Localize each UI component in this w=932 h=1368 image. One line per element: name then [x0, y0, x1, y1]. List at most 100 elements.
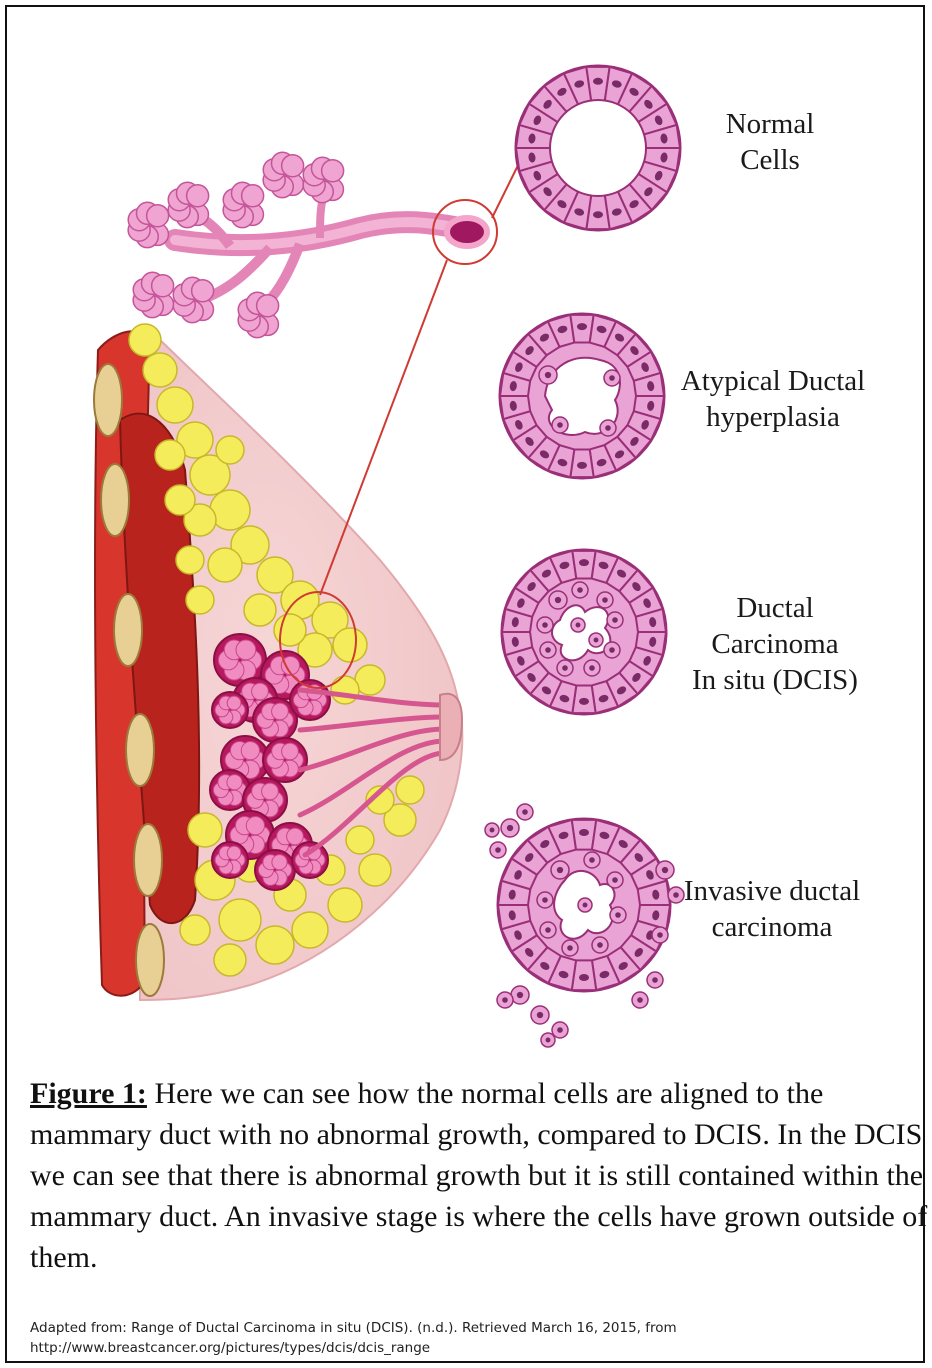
fat-lobule — [216, 436, 244, 464]
inner-cell-nucleus — [609, 375, 615, 381]
tree-acinus — [257, 295, 279, 317]
inner-cell-nucleus — [612, 617, 618, 623]
inner-cell-nucleus — [557, 867, 563, 873]
lobule-acinus — [227, 696, 241, 710]
label-normal-cells: NormalCells — [700, 106, 840, 178]
fat-lobule — [328, 888, 362, 922]
inner-cell-nucleus — [557, 422, 563, 428]
escaped-cell-nucleus — [652, 977, 658, 983]
rib-section — [101, 464, 129, 536]
adh-cells-ring — [500, 314, 664, 478]
tree-acinus — [192, 280, 214, 302]
lobule-acinus — [252, 683, 269, 700]
cell-nucleus — [579, 974, 589, 981]
inner-cell-nucleus — [545, 647, 551, 653]
cell-nucleus — [593, 211, 603, 218]
inner-cell-nucleus — [597, 942, 603, 948]
fat-lobule — [219, 899, 261, 941]
inner-cell-nucleus — [562, 665, 568, 671]
inner-cell-nucleus — [615, 912, 621, 918]
fat-lobule — [129, 324, 161, 356]
lumen — [550, 100, 646, 196]
lobule-acinus — [272, 855, 287, 870]
inner-cell-nucleus — [576, 623, 581, 628]
fat-lobule — [346, 826, 374, 854]
escaped-cell-nucleus — [662, 867, 668, 873]
rib-section — [126, 714, 154, 786]
rib-section — [136, 924, 164, 996]
lobule-acinus — [236, 640, 256, 660]
fat-lobule — [188, 813, 222, 847]
inner-cell-nucleus — [567, 945, 573, 951]
fat-lobule — [157, 387, 193, 423]
inner-cell-nucleus — [583, 903, 588, 908]
fat-lobule — [165, 485, 195, 515]
cell-nucleus — [579, 829, 589, 836]
idc-cells-ring — [485, 804, 684, 1047]
fat-lobule — [244, 594, 276, 626]
inner-cell-nucleus — [545, 927, 551, 933]
fat-lobule — [176, 546, 204, 574]
source-line-2: http://www.breastcancer.org/pictures/typ… — [30, 1338, 910, 1358]
fat-lobule — [292, 912, 328, 948]
escaped-cell-nucleus — [546, 1038, 551, 1043]
escaped-cell-nucleus — [657, 932, 663, 938]
fat-lobule — [208, 548, 242, 582]
fat-lobule — [186, 586, 214, 614]
escaped-cell-nucleus — [637, 997, 643, 1003]
dcis-cells-ring — [502, 550, 666, 714]
caption-text: Here we can see how the normal cells are… — [30, 1077, 927, 1274]
escaped-cell-nucleus — [507, 825, 513, 831]
fat-lobule — [331, 676, 359, 704]
tree-acinus — [242, 185, 264, 207]
fat-lobule — [359, 854, 391, 886]
lobule-acinus — [246, 817, 264, 835]
lobule-acinus — [227, 775, 242, 790]
inner-cell-nucleus — [589, 857, 595, 863]
cell-nucleus — [579, 698, 589, 705]
escaped-cell-nucleus — [557, 1027, 563, 1033]
inner-cell-nucleus — [609, 647, 615, 653]
lobule-acinus — [287, 828, 304, 845]
inner-cell-nucleus — [542, 897, 548, 903]
fat-lobule — [333, 628, 367, 662]
normal-cells-ring — [516, 66, 680, 230]
lobule-acinus — [272, 703, 289, 720]
escaped-cell-nucleus — [490, 828, 495, 833]
cell-nucleus — [593, 78, 603, 85]
inner-cell-nucleus — [577, 587, 583, 593]
escaped-cell-nucleus — [502, 997, 508, 1003]
figure-caption: Figure 1: Here we can see how the normal… — [30, 1073, 932, 1278]
rib-section — [94, 364, 122, 436]
escaped-cell-nucleus — [495, 847, 501, 853]
lobule-acinus — [262, 783, 279, 800]
lobule-acinus — [241, 742, 259, 760]
tree-acinus — [187, 185, 209, 207]
cell-nucleus — [579, 559, 589, 566]
inner-cell-nucleus — [612, 877, 618, 883]
cell-nucleus — [577, 462, 587, 469]
inner-cell-nucleus — [594, 638, 599, 643]
duct-opening — [447, 218, 487, 246]
label-invasive-ductal-carcinoma: Invasive ductalcarcinoma — [672, 873, 872, 945]
fat-lobule — [274, 614, 306, 646]
inner-cell-nucleus — [605, 425, 611, 431]
fat-lobule — [143, 353, 177, 387]
inner-cell-nucleus — [589, 665, 595, 671]
lobule-acinus — [282, 743, 299, 760]
source-citation: Adapted from: Range of Ductal Carcinoma … — [30, 1318, 910, 1358]
inner-cell-nucleus — [542, 622, 548, 628]
escaped-cell-nucleus — [537, 1012, 543, 1018]
tree-acinus — [282, 155, 304, 177]
fat-lobule — [180, 915, 210, 945]
duct-tree — [128, 152, 487, 337]
inner-cell-nucleus — [545, 372, 551, 378]
tree-acinus — [152, 275, 174, 297]
figure-label: Figure 1: — [30, 1077, 147, 1110]
escaped-cell-nucleus — [522, 809, 528, 815]
tree-acinus — [147, 205, 169, 227]
rib-section — [114, 594, 142, 666]
inner-cell-nucleus — [555, 597, 561, 603]
